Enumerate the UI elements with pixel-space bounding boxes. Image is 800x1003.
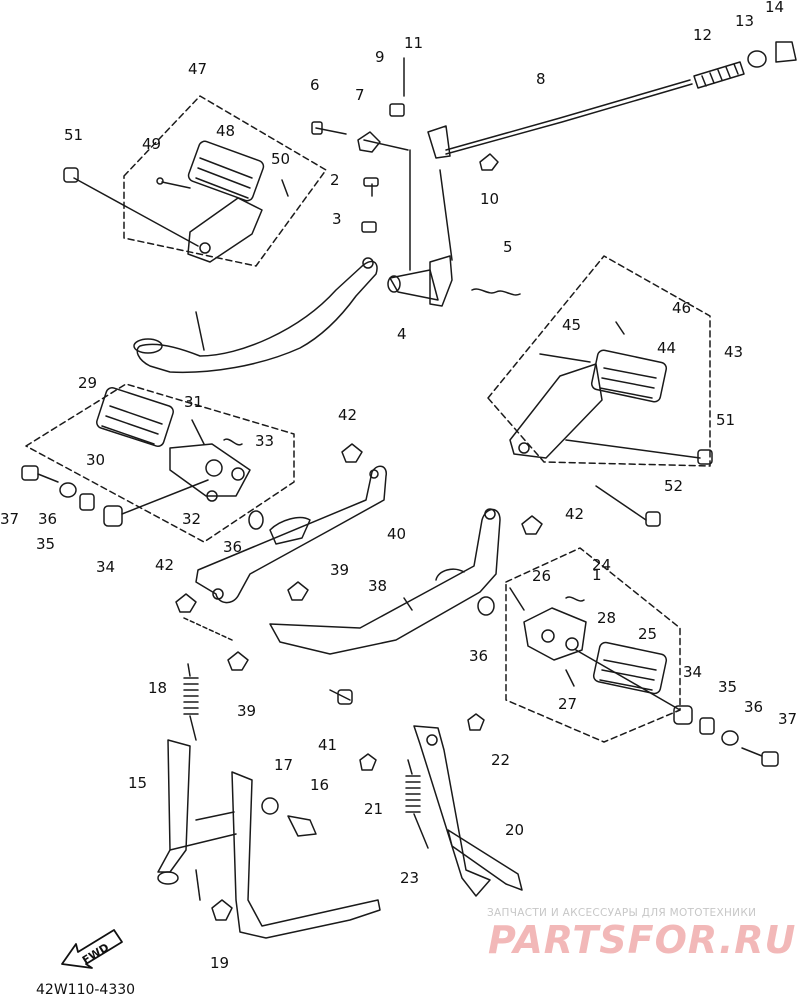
callout-37: 37: [778, 710, 798, 728]
callout-31: 31: [184, 393, 204, 411]
callout-23: 23: [400, 869, 420, 887]
callout-16: 16: [310, 776, 330, 794]
callout-27: 27: [558, 695, 578, 713]
callout-8: 8: [536, 70, 546, 88]
callout-50: 50: [271, 150, 291, 168]
callout-36: 36: [744, 698, 764, 716]
callout-42: 42: [565, 505, 585, 523]
rear-footrest-assembly-47: [63, 95, 327, 267]
callout-26: 26: [532, 567, 552, 585]
callout-2: 2: [330, 171, 340, 189]
bolt-21: [359, 753, 377, 771]
fwd-arrow-icon: FWD: [58, 924, 128, 977]
callout-32: 32: [182, 510, 202, 528]
callout-51: 51: [716, 411, 736, 429]
washer-17: [261, 797, 279, 815]
callout-20: 20: [505, 821, 525, 839]
callout-34: 34: [683, 663, 703, 681]
nut-42-a: [341, 443, 363, 463]
brake-pedal: [133, 177, 379, 374]
stand-spring-18: [183, 663, 199, 741]
callout-52: 52: [664, 477, 684, 495]
callout-33: 33: [255, 432, 275, 450]
nut-39-b: [227, 651, 249, 671]
callout-44: 44: [657, 339, 677, 357]
callout-1: 1: [592, 566, 602, 584]
callout-11: 11: [404, 34, 424, 52]
callout-7: 7: [355, 86, 365, 104]
watermark-brand: PARTSFOR.RU: [488, 918, 797, 962]
callout-36: 36: [223, 538, 243, 556]
callout-14: 14: [765, 0, 785, 16]
callout-9: 9: [375, 48, 385, 66]
callout-30: 30: [86, 451, 106, 469]
callout-28: 28: [597, 609, 617, 627]
washer-36-a: [477, 596, 495, 616]
footrest-bracket-40: [195, 465, 387, 604]
callout-45: 45: [562, 316, 582, 334]
callout-39: 39: [237, 702, 257, 720]
callout-51: 51: [64, 126, 84, 144]
side-stand-20: [413, 725, 523, 897]
callout-19: 19: [210, 954, 230, 972]
side-stand-spring-23: [405, 759, 429, 849]
callout-49: 49: [142, 135, 162, 153]
rear-footrest-assembly-43: [487, 255, 713, 527]
callout-41: 41: [318, 736, 338, 754]
nut-42-c: [175, 593, 197, 613]
footrest-link-38: [269, 508, 501, 655]
callout-35: 35: [36, 535, 56, 553]
callout-17: 17: [274, 756, 294, 774]
callout-6: 6: [310, 76, 320, 94]
callout-47: 47: [188, 60, 208, 78]
callout-42: 42: [155, 556, 175, 574]
callout-29: 29: [78, 374, 98, 392]
nut-42-b: [521, 515, 543, 535]
callout-39: 39: [330, 561, 350, 579]
nut-19: [211, 899, 233, 921]
brake-rod-assembly: [311, 41, 797, 307]
nut-39-a: [287, 581, 309, 601]
callout-22: 22: [491, 751, 511, 769]
callout-43: 43: [724, 343, 744, 361]
callout-36: 36: [469, 647, 489, 665]
callout-5: 5: [503, 238, 513, 256]
callout-3: 3: [332, 210, 342, 228]
nut-22: [467, 713, 485, 731]
watermark-subtitle: ЗАПЧАСТИ И АКСЕССУАРЫ ДЛЯ МОТОТЕХНИКИ: [487, 907, 757, 919]
callout-4: 4: [397, 325, 407, 343]
callout-38: 38: [368, 577, 388, 595]
callout-48: 48: [216, 122, 236, 140]
callout-40: 40: [387, 525, 407, 543]
front-footrest-assembly-29: [21, 383, 295, 543]
callout-21: 21: [364, 800, 384, 818]
bolt-41: [329, 689, 351, 701]
callout-46: 46: [672, 299, 692, 317]
callout-18: 18: [148, 679, 168, 697]
callout-10: 10: [480, 190, 500, 208]
bolt-16: [287, 815, 317, 837]
callout-13: 13: [735, 12, 755, 30]
callout-34: 34: [96, 558, 116, 576]
callout-15: 15: [128, 774, 148, 792]
callout-35: 35: [718, 678, 738, 696]
callout-24: 24: [592, 556, 612, 574]
callout-25: 25: [638, 625, 658, 643]
callout-37: 37: [0, 510, 20, 528]
callout-36: 36: [38, 510, 58, 528]
diagram-part-code: 42W110-4330: [36, 982, 136, 998]
front-footrest-assembly-24: [505, 547, 779, 767]
callout-12: 12: [693, 26, 713, 44]
callout-42: 42: [338, 406, 358, 424]
main-stand-15: [157, 739, 381, 939]
